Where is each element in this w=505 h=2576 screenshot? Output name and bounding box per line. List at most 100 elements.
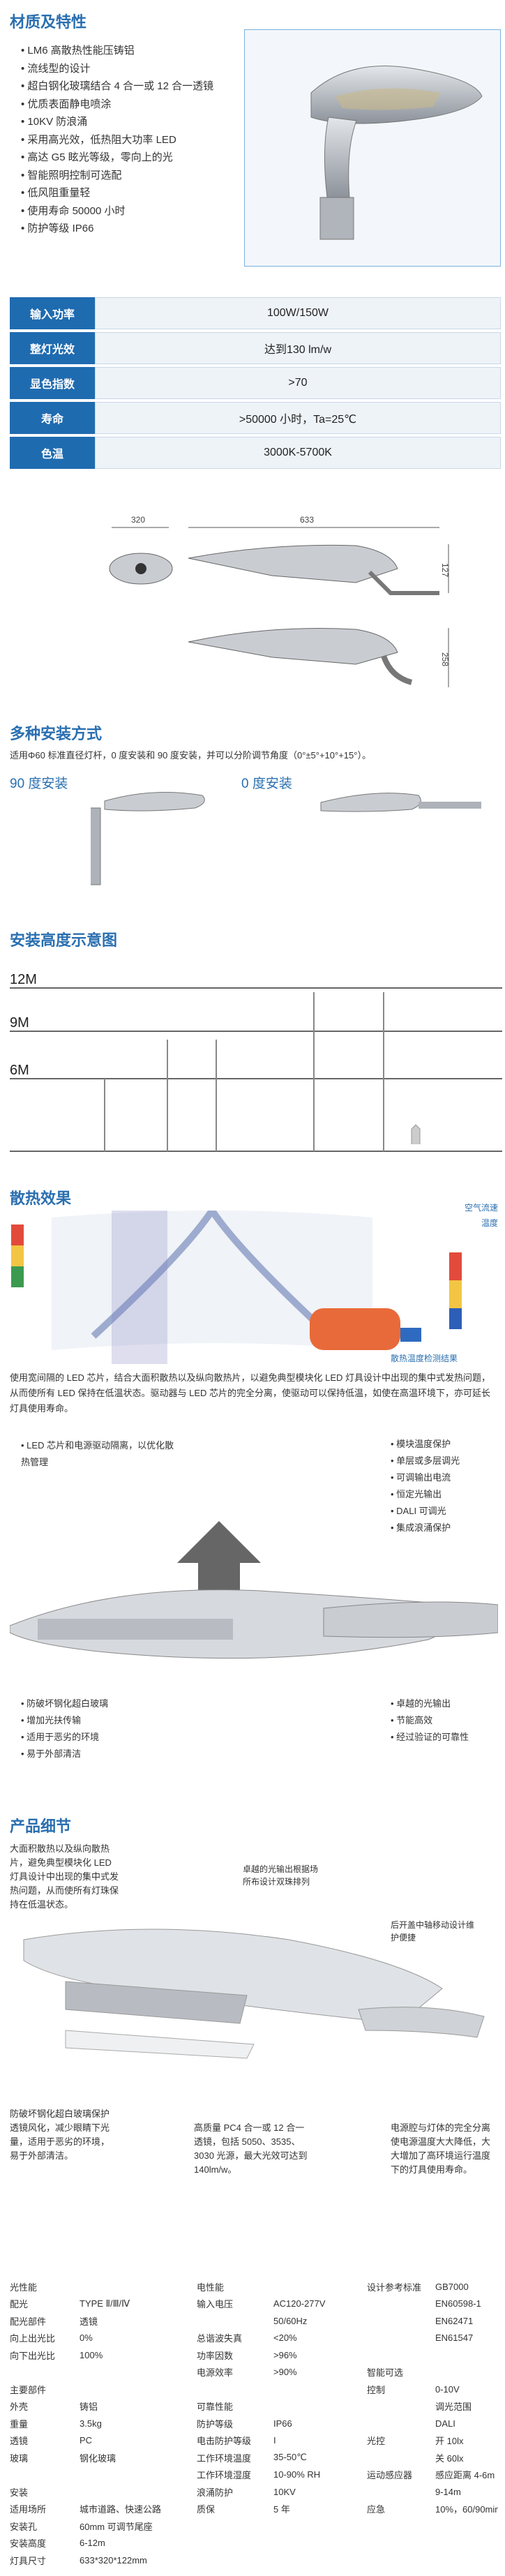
- table-cell: 光性能: [10, 2282, 38, 2293]
- exploded-lamp-image: [10, 1521, 498, 1659]
- table-cell: 主要部件: [10, 2384, 47, 2395]
- table-cell: 0-10V: [435, 2383, 460, 2395]
- table-cell: 6-12m: [80, 2538, 105, 2549]
- street-light-icon: [310, 66, 483, 240]
- spec-key: 寿命: [10, 402, 95, 434]
- module-list-right-bottom: 卓越的光输出 节能高效 经过验证的可靠性: [391, 1695, 502, 1746]
- feature-item: LM6 高散热性能压铸铝: [21, 42, 230, 60]
- table-cell: 功率因数: [197, 2350, 234, 2361]
- table-row: 配光部件 透镜 50/60Hz EN62471: [10, 2312, 498, 2330]
- feature-item: 低风阻重量轻: [21, 184, 230, 202]
- module-item: 模块温度保护: [391, 1436, 502, 1453]
- table-cell: 9-14m: [435, 2486, 461, 2497]
- install-90-label: 90 度安装: [10, 777, 68, 791]
- table-cell: 电击防护等级: [197, 2436, 252, 2447]
- spec-key: 输入功率: [10, 297, 95, 329]
- table-cell: I: [273, 2435, 276, 2446]
- table-cell: 5 年: [273, 2504, 290, 2515]
- module-list-left-top: LED 芯片和电源驱动隔离，以优化散热管理: [21, 1437, 181, 1471]
- product-note-d: 防破坏钢化超白玻璃保护透镜风化，减少眼睛下光量，适用于恶劣的环境，易于外部清洁。: [10, 2109, 110, 2161]
- table-cell: 铸铝: [80, 2402, 98, 2413]
- table-row: 安装高度 6-12m: [10, 2535, 498, 2552]
- module-item: 单层或多层调光: [391, 1453, 502, 1469]
- feature-item: 高达 G5 眩光等级，零向上的光: [21, 149, 230, 167]
- install-0-label: 0 度安装: [241, 777, 292, 791]
- table-cell: EN62471: [435, 2315, 474, 2326]
- table-cell: 工作环境温度: [197, 2453, 252, 2464]
- table-row: 整灯光效达到130 lm/w: [10, 332, 501, 364]
- feature-item: 智能照明控制可选配: [21, 167, 230, 185]
- module-item: 易于外部清洁: [21, 1746, 174, 1762]
- spec-value: >70: [95, 367, 501, 399]
- table-cell: <20%: [273, 2332, 297, 2344]
- table-cell: 设计参考标准: [367, 2282, 422, 2293]
- table-row: 电源效率>90%智能可选: [10, 2364, 498, 2381]
- table-row: 灯具尺寸 633*320*122mm: [10, 2552, 498, 2569]
- table-cell: 配光: [10, 2299, 29, 2310]
- table-cell: 安装高度: [10, 2538, 47, 2549]
- table-cell: 玻璃: [10, 2453, 29, 2464]
- table-cell: 智能可选: [367, 2367, 404, 2379]
- dimension-drawing: 320 633 127 258: [63, 502, 453, 691]
- feature-list: LM6 高散热性能压铸铝 流线型的设计 超白钢化玻璃结合 4 合一或 12 合一…: [21, 42, 230, 238]
- table-cell: 安装孔: [10, 2521, 38, 2532]
- table-row: 安装 浪涌防护 10KV 9-14m: [10, 2483, 498, 2501]
- module-item: 适用于恶劣的环境: [21, 1729, 174, 1746]
- table-cell: 浪涌防护: [197, 2487, 234, 2498]
- table-cell: 633*320*122mm: [80, 2554, 147, 2566]
- spec-value: 达到130 lm/w: [95, 332, 501, 364]
- product-note-a: 大面积散热以及纵向散热片，避免典型模块化 LED 灯具设计中出现的集中式发热问题…: [10, 1843, 119, 1910]
- product-exploded-image: [23, 1929, 485, 2059]
- table-cell: 电源效率: [197, 2367, 234, 2379]
- feature-item: 使用寿命 50000 小时: [21, 202, 230, 220]
- dimension-width-2: 633: [300, 515, 315, 525]
- table-cell: IP66: [273, 2418, 292, 2429]
- height-12m: 12M: [10, 972, 37, 987]
- table-cell: 10KV: [273, 2486, 296, 2497]
- table-cell: 控制: [367, 2384, 386, 2395]
- dimension-lines: [109, 527, 449, 687]
- table-row: 显色指数>70: [10, 367, 501, 399]
- spec-key: 显色指数: [10, 367, 95, 399]
- table-cell: 光控: [367, 2436, 386, 2447]
- table-cell: 质保: [197, 2504, 216, 2515]
- table-cell: 灯具尺寸: [10, 2555, 47, 2566]
- table-cell: 电性能: [197, 2282, 225, 2293]
- feature-item: 流线型的设计: [21, 60, 230, 78]
- table-cell: 安装: [10, 2487, 29, 2498]
- table-row: 外壳铸铝可靠性能调光范围: [10, 2398, 498, 2416]
- module-item: 集成浪涌保护: [391, 1520, 502, 1536]
- table-row: 安装孔 60mm 可调节尾座: [10, 2517, 498, 2535]
- module-item: 可调输出电流: [391, 1469, 502, 1486]
- table-cell: 10%，60/90min: [435, 2504, 498, 2515]
- feature-item: 采用高光效，低热阻大功率 LED: [21, 131, 230, 149]
- table-cell: 调光范围: [435, 2402, 472, 2413]
- table-cell: 适用场所: [10, 2504, 47, 2515]
- table-cell: 输入电压: [197, 2299, 234, 2310]
- table-cell: 总谐波失真: [197, 2333, 243, 2344]
- table-cell: 50/60Hz: [273, 2315, 308, 2326]
- table-cell: 60mm 可调节尾座: [80, 2521, 153, 2532]
- table-cell: AC120-277V: [273, 2298, 326, 2309]
- table-cell: 运动感应器: [367, 2470, 413, 2481]
- product-note-f: 电源腔与灯体的完全分离使电源温度大大降低，大大增加了高环境运行温度下的灯具使用寿…: [391, 2122, 491, 2175]
- table-cell: 透镜: [80, 2316, 98, 2327]
- table-cell: TYPE Ⅱ/Ⅲ/Ⅳ: [80, 2298, 130, 2309]
- module-item: 经过验证的可靠性: [391, 1729, 502, 1746]
- features-title: 材质及特性: [10, 13, 87, 31]
- table-cell: 配光部件: [10, 2316, 47, 2327]
- product-note-c: 后开盖中轴移动设计维护便捷: [391, 1920, 475, 1942]
- dimension-width-1: 320: [131, 515, 146, 525]
- table-cell: 可靠性能: [197, 2402, 234, 2413]
- table-cell: 钢化玻璃: [80, 2453, 116, 2464]
- heights-title: 安装高度示意图: [10, 931, 118, 949]
- table-cell: DALI: [435, 2418, 455, 2429]
- height-diagram: [10, 987, 502, 1152]
